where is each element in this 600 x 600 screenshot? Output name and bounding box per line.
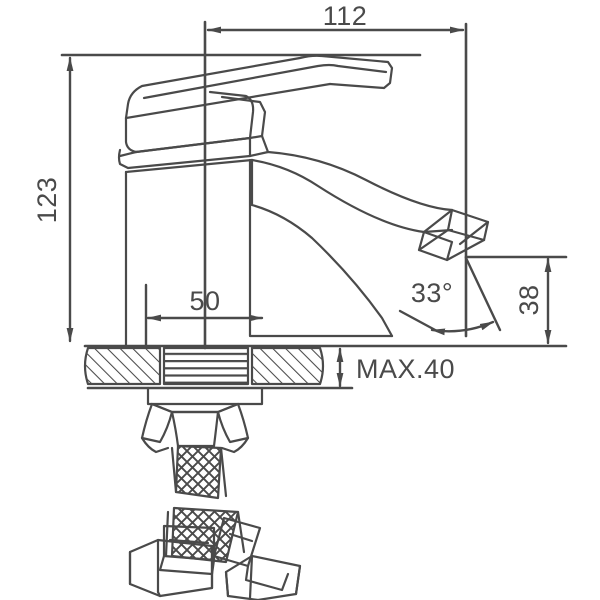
handle-hub [124,90,267,154]
faucet-body [124,158,254,347]
hose-shroud [140,402,250,454]
hose-ferrule-right [212,516,290,592]
braided-hose-upper [170,444,228,500]
braided-hose-lower [164,506,246,564]
body-shoulder [117,134,270,170]
handle-lever [124,54,394,120]
dimension-label-38: 38 [514,284,544,315]
mounting-plate [83,346,325,406]
hex-nut-left [128,538,214,598]
dimension-line-50 [144,283,264,347]
dimension-line-38 [464,255,568,345]
dimension-label-33-degrees: 33° [411,278,453,308]
dimension-label-50: 50 [189,286,220,316]
aerator [417,208,490,262]
deck-baseline [83,344,568,390]
dimension-label-123: 123 [32,177,62,224]
hex-nut-right [224,554,302,600]
spout [248,150,454,338]
dimension-label-max40: MAX.40 [356,354,455,384]
dimension-angle-33 [398,256,502,336]
dimension-label-112: 112 [323,1,368,31]
